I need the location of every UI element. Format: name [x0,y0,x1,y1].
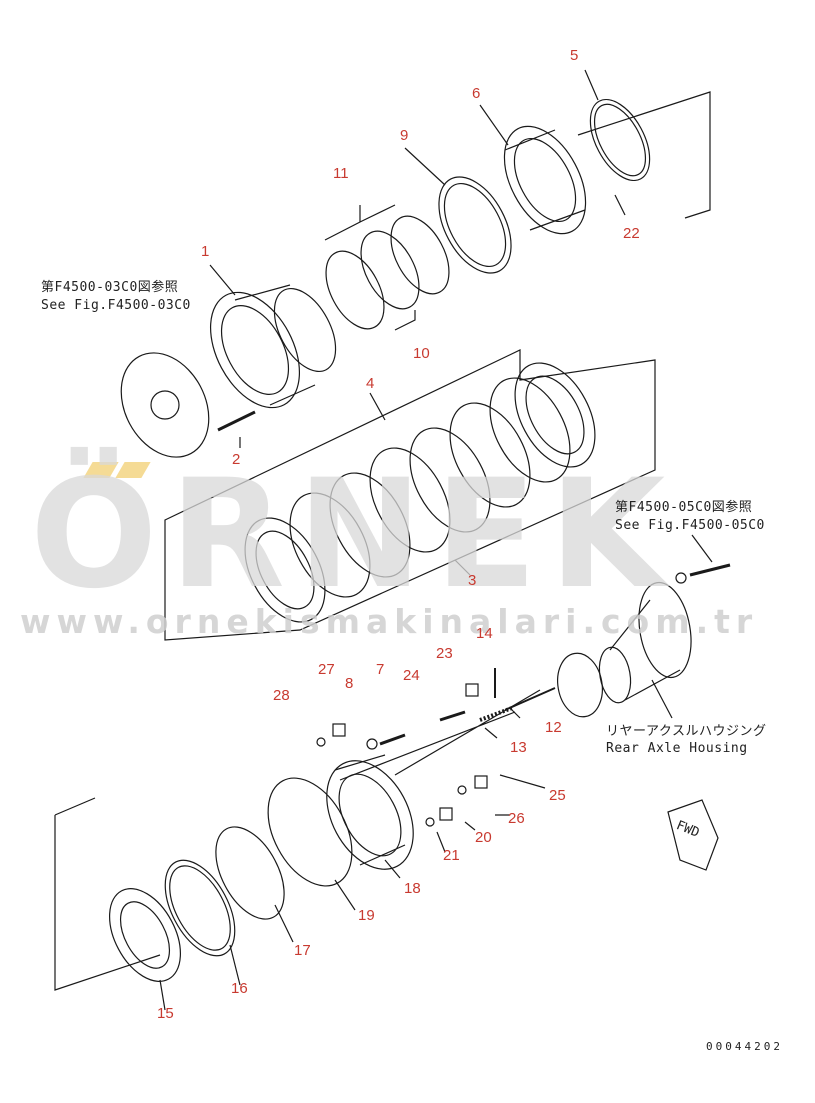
label-18: 18 [404,880,421,897]
watermark-brand: ÖRNEK [30,448,678,622]
ref-housing-jp: リヤーアクスルハウジング [606,724,767,739]
hub-6 [503,125,587,235]
ring-10 [360,230,420,310]
ref-fig05-en: See Fig.F4500-05C0 [615,518,765,533]
label-5: 5 [570,47,579,64]
drawing-code: 00044202 [706,1040,783,1053]
ref-fig03-jp: 第F4500-03C0図参照 [41,280,179,295]
ring-9 [438,176,512,274]
label-8: 8 [345,675,354,692]
label-25: 25 [549,787,566,804]
fwd-arrow-outline [667,799,719,871]
ring-11a [325,250,385,330]
label-7: 7 [376,661,385,678]
ring-11b [390,215,450,295]
flange-ref [120,352,210,458]
label-20: 20 [475,829,492,846]
label-23: 23 [436,645,453,662]
label-3: 3 [468,572,477,589]
ref-housing-en: Rear Axle Housing [606,741,748,756]
label-16: 16 [231,980,248,997]
label-15: 15 [157,1005,174,1022]
label-21: 21 [443,847,460,864]
label-27: 27 [318,661,335,678]
label-2: 2 [232,451,241,468]
label-22: 22 [623,225,640,242]
frame-upper [577,91,711,219]
hub-15 [109,888,181,982]
ring-17 [215,826,285,920]
ring-5 [589,98,651,182]
housing-1 [209,291,301,409]
label-10: 10 [413,345,430,362]
watermark-url: www.ornekismakinalari.com.tr [20,602,759,641]
label-9: 9 [400,127,409,144]
disc-pack-frame [164,349,656,641]
piston-housing-18 [326,760,414,870]
label-4: 4 [366,375,375,392]
label-12: 12 [545,719,562,736]
disc-pack [244,362,596,623]
label-14: 14 [476,625,493,642]
label-26: 26 [508,810,525,827]
ref-fig03-en: See Fig.F4500-03C0 [41,298,191,313]
label-1: 1 [201,243,210,260]
label-17: 17 [294,942,311,959]
ring-16 [164,859,236,957]
frame-lower [54,797,161,991]
oring-19 [267,777,353,887]
label-6: 6 [472,85,481,102]
ref-fig05-jp: 第F4500-05C0図参照 [615,500,753,515]
label-13: 13 [510,739,527,756]
axle-housing [638,581,692,679]
label-24: 24 [403,667,420,684]
label-28: 28 [273,687,290,704]
label-19: 19 [358,907,375,924]
label-11: 11 [333,165,349,182]
